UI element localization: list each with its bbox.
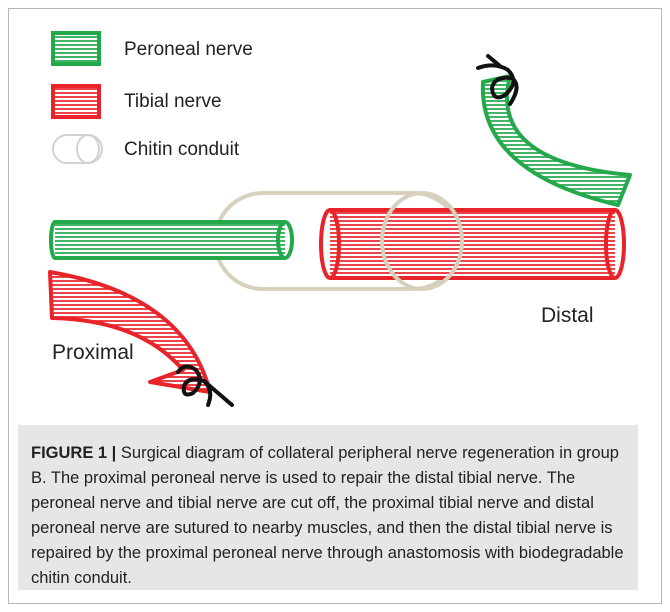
- distal-tibial-nerve: [321, 210, 624, 278]
- proximal-peroneal-nerve: [51, 222, 292, 258]
- legend-tibial-label: Tibial nerve: [124, 91, 222, 112]
- legend-peroneal-label: Peroneal nerve: [124, 39, 253, 60]
- caption-text-block: FIGURE 1 | Surgical diagram of collatera…: [31, 441, 629, 591]
- distal-label: Distal: [541, 304, 594, 327]
- proximal-tibial-nerve: [50, 272, 210, 392]
- nerve-diagram: Peroneal nerve Tibial nerve Chitin condu…: [0, 0, 670, 425]
- legend-conduit-label: Chitin conduit: [124, 139, 240, 160]
- figure-caption: FIGURE 1 | Surgical diagram of collatera…: [18, 425, 638, 590]
- proximal-label: Proximal: [52, 341, 134, 364]
- legend-tibial-swatch: [53, 86, 99, 117]
- caption-body: Surgical diagram of collateral periphera…: [31, 444, 624, 587]
- caption-title: FIGURE 1 |: [31, 444, 116, 462]
- legend: Peroneal nerve Tibial nerve Chitin condu…: [53, 33, 253, 163]
- legend-conduit-swatch: [53, 135, 102, 163]
- legend-peroneal-swatch: [53, 33, 99, 64]
